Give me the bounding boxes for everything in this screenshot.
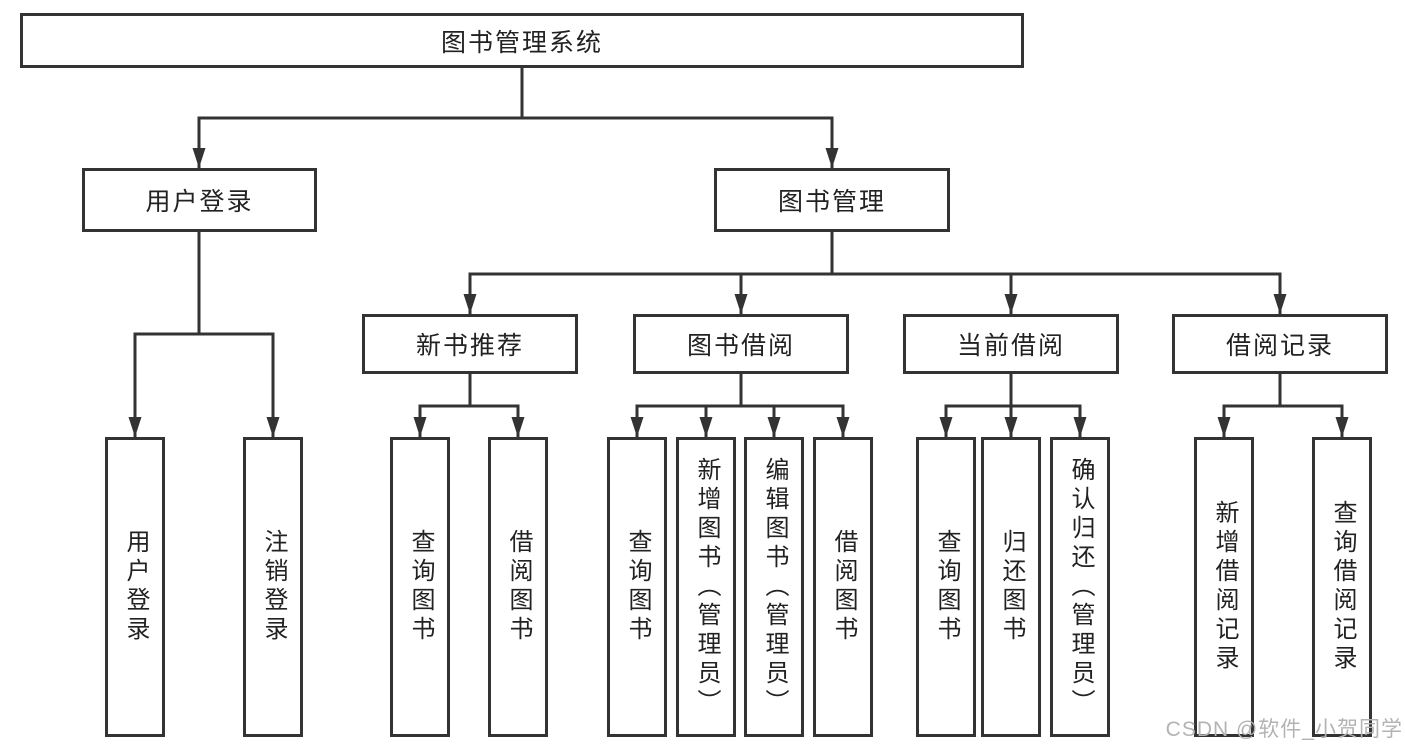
leaf-add-book-admin-label: 新增图书（管理员） <box>693 456 720 718</box>
leaf-borrow-books-recommend: 借阅图书 <box>488 437 548 737</box>
leaf-logout-label: 注销登录 <box>260 529 287 645</box>
node-borrowing-records: 借阅记录 <box>1172 314 1388 374</box>
leaf-confirm-return-admin: 确认归还（管理员） <box>1050 437 1110 737</box>
leaf-edit-book-admin: 编辑图书（管理员） <box>744 437 804 737</box>
node-book-management: 图书管理 <box>714 168 950 232</box>
leaf-query-borrow-record: 查询借阅记录 <box>1312 437 1372 737</box>
leaf-borrow-books-borrowing: 借阅图书 <box>813 437 873 737</box>
leaf-borrow-books-borrowing-label: 借阅图书 <box>830 529 857 645</box>
leaf-query-books-borrowing: 查询图书 <box>607 437 667 737</box>
node-book-management-label: 图书管理 <box>777 188 886 216</box>
leaf-query-books-borrowing-label: 查询图书 <box>624 529 651 645</box>
leaf-confirm-return-admin-label: 确认归还（管理员） <box>1067 456 1094 718</box>
leaf-query-books-current: 查询图书 <box>916 437 976 737</box>
node-new-book-recommend-label: 新书推荐 <box>415 332 524 360</box>
node-current-borrowing: 当前借阅 <box>903 314 1119 374</box>
leaf-edit-book-admin-label: 编辑图书（管理员） <box>761 456 788 718</box>
node-user-login: 用户登录 <box>82 168 317 232</box>
leaf-add-borrow-record-label: 新增借阅记录 <box>1211 500 1238 674</box>
node-borrowing-records-label: 借阅记录 <box>1225 332 1334 360</box>
leaf-query-books-recommend: 查询图书 <box>390 437 450 737</box>
leaf-query-borrow-record-label: 查询借阅记录 <box>1329 500 1356 674</box>
leaf-borrow-books-recommend-label: 借阅图书 <box>505 529 532 645</box>
leaf-user-login: 用户登录 <box>105 437 165 737</box>
node-root-label: 图书管理系统 <box>440 28 603 57</box>
node-current-borrowing-label: 当前借阅 <box>956 332 1065 360</box>
node-new-book-recommend: 新书推荐 <box>362 314 578 374</box>
leaf-query-books-recommend-label: 查询图书 <box>407 529 434 645</box>
leaf-logout: 注销登录 <box>243 437 303 737</box>
node-user-login-label: 用户登录 <box>145 188 254 216</box>
node-book-borrowing: 图书借阅 <box>633 314 849 374</box>
leaf-user-login-label: 用户登录 <box>122 529 149 645</box>
leaf-query-books-current-label: 查询图书 <box>933 529 960 645</box>
node-book-borrowing-label: 图书借阅 <box>686 332 795 360</box>
node-root-system: 图书管理系统 <box>20 13 1024 68</box>
leaf-return-books-label: 归还图书 <box>998 529 1025 645</box>
leaf-add-borrow-record: 新增借阅记录 <box>1194 437 1254 737</box>
leaf-return-books: 归还图书 <box>981 437 1041 737</box>
watermark: CSDN @软件_小贺同学 <box>1165 718 1403 741</box>
leaf-add-book-admin: 新增图书（管理员） <box>676 437 736 737</box>
